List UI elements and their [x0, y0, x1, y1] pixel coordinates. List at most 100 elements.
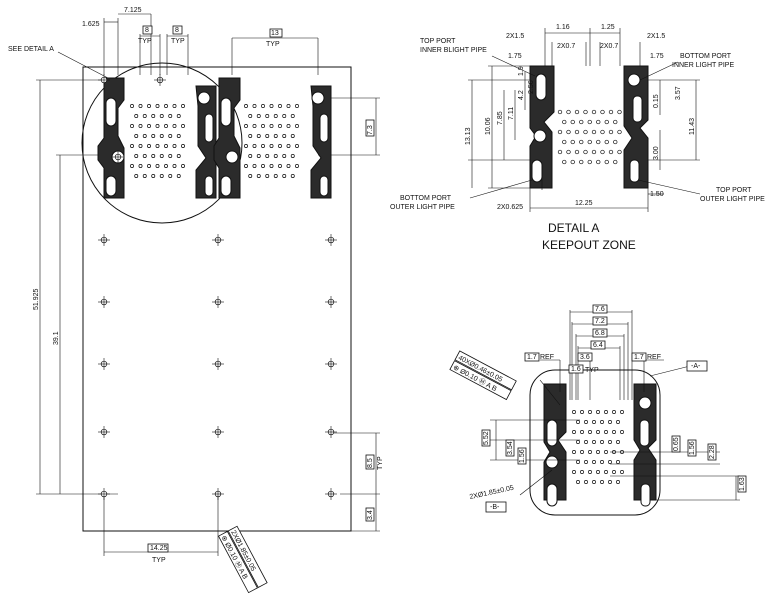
pin-hole	[252, 164, 257, 168]
mounting-hole-crosses	[98, 74, 337, 500]
pin-hole	[256, 134, 261, 138]
pin-hole	[580, 470, 584, 474]
dim-typ-b: TYP	[171, 38, 185, 45]
pin-hole	[134, 154, 139, 158]
pin-hole	[172, 104, 177, 108]
pin-hole	[130, 124, 134, 128]
dim-150: 1.50	[650, 191, 664, 198]
dim-typ-bottom: TYP	[152, 557, 166, 564]
pin-hole	[159, 134, 164, 138]
pin-hole	[591, 109, 597, 115]
pin-hole	[608, 149, 614, 155]
pin-hole	[176, 134, 181, 138]
pin-hole	[576, 420, 580, 424]
detail-pin-array	[557, 109, 622, 165]
pin-hole	[265, 154, 270, 158]
pin-hole	[155, 164, 160, 168]
pin-hole	[168, 114, 173, 118]
pin-hole	[273, 134, 278, 138]
pattern-pin-array	[572, 410, 624, 484]
dim-68: 6.8	[595, 330, 605, 337]
pin-hole	[604, 430, 608, 434]
pin-hole	[295, 144, 299, 148]
pin-hole	[244, 104, 248, 108]
dim-1225: 12.25	[575, 200, 593, 207]
pin-hole	[562, 119, 567, 125]
dim-1006: 10.06	[485, 117, 492, 135]
dim-711: 7.11	[508, 107, 515, 120]
pin-hole	[596, 119, 601, 125]
pin-hole	[572, 410, 576, 414]
dim-785: 7.85	[497, 111, 504, 125]
detail-subtitle: KEEPOUT ZONE	[542, 238, 636, 252]
connector-right	[213, 77, 332, 199]
dim-1313: 13.13	[465, 127, 472, 145]
pin-hole	[616, 420, 620, 424]
pin-hole	[557, 109, 563, 115]
label-top-outer-2: OUTER LIGHT PIPE	[700, 196, 765, 203]
pin-hole	[616, 480, 620, 484]
pin-hole	[583, 109, 588, 115]
pin-hole	[613, 139, 618, 145]
dim-1625: 1.625	[82, 21, 100, 28]
label-bottom-inner-2: INNER LIGHT PIPE	[672, 62, 734, 69]
pin-hole	[612, 410, 616, 414]
pin-hole	[604, 159, 609, 165]
pin-hole	[584, 440, 588, 444]
pin-hole	[286, 124, 291, 128]
dim-ref-left: REF	[540, 354, 554, 361]
pin-hole	[248, 114, 253, 118]
pin-hole	[142, 174, 147, 178]
pin-hole	[138, 124, 143, 128]
pin-hole	[176, 114, 181, 118]
pin-hole	[176, 174, 181, 178]
pin-hole	[164, 144, 168, 148]
label-bottom-outer-2: OUTER LIGHT PIPE	[390, 204, 455, 211]
pin-hole	[572, 470, 576, 474]
pin-hole	[155, 124, 160, 128]
pin-hole	[252, 124, 257, 128]
pin-hole	[600, 420, 604, 424]
pin-hole	[252, 104, 257, 108]
detail-a-circle	[81, 62, 243, 224]
pin-hole	[592, 420, 596, 424]
pin-hole	[290, 114, 295, 118]
pin-hole	[588, 470, 592, 474]
pin-hole	[616, 440, 620, 444]
pin-hole	[617, 149, 622, 155]
pin-hole	[596, 430, 600, 434]
pin-hole	[612, 430, 616, 434]
pin-hole	[608, 129, 614, 135]
pin-hole	[600, 480, 604, 484]
dim-1425: 14.25	[150, 545, 168, 552]
pin-hole	[613, 119, 618, 125]
pin-hole	[151, 174, 156, 178]
pin-hole	[557, 149, 563, 155]
dim-357: 3.57	[675, 86, 682, 100]
pin-hole	[295, 124, 299, 128]
pin-hole	[583, 149, 588, 155]
pin-hole	[604, 450, 608, 454]
pin-hole	[620, 470, 624, 474]
pin-hole	[600, 129, 605, 135]
pin-hole	[612, 470, 616, 474]
pin-hole	[574, 149, 580, 155]
pin-hole	[176, 154, 181, 158]
pin-hole	[172, 124, 177, 128]
pin-hole	[278, 104, 282, 108]
pin-hole	[608, 480, 612, 484]
pin-hole	[574, 129, 580, 135]
pin-hole	[282, 114, 287, 118]
pin-hole	[138, 104, 143, 108]
label-top-outer-1: TOP PORT	[716, 187, 752, 194]
pin-hole	[566, 149, 571, 155]
pin-hole	[130, 144, 134, 148]
pin-hole	[248, 154, 253, 158]
connector-left	[97, 77, 217, 199]
dim-72: 7.2	[595, 318, 605, 325]
label-top-inner-2: INNER BLIGHT PIPE	[420, 47, 487, 54]
pin-hole	[604, 410, 608, 414]
dim-163: 1.63	[739, 477, 746, 491]
pin-hole	[580, 410, 584, 414]
